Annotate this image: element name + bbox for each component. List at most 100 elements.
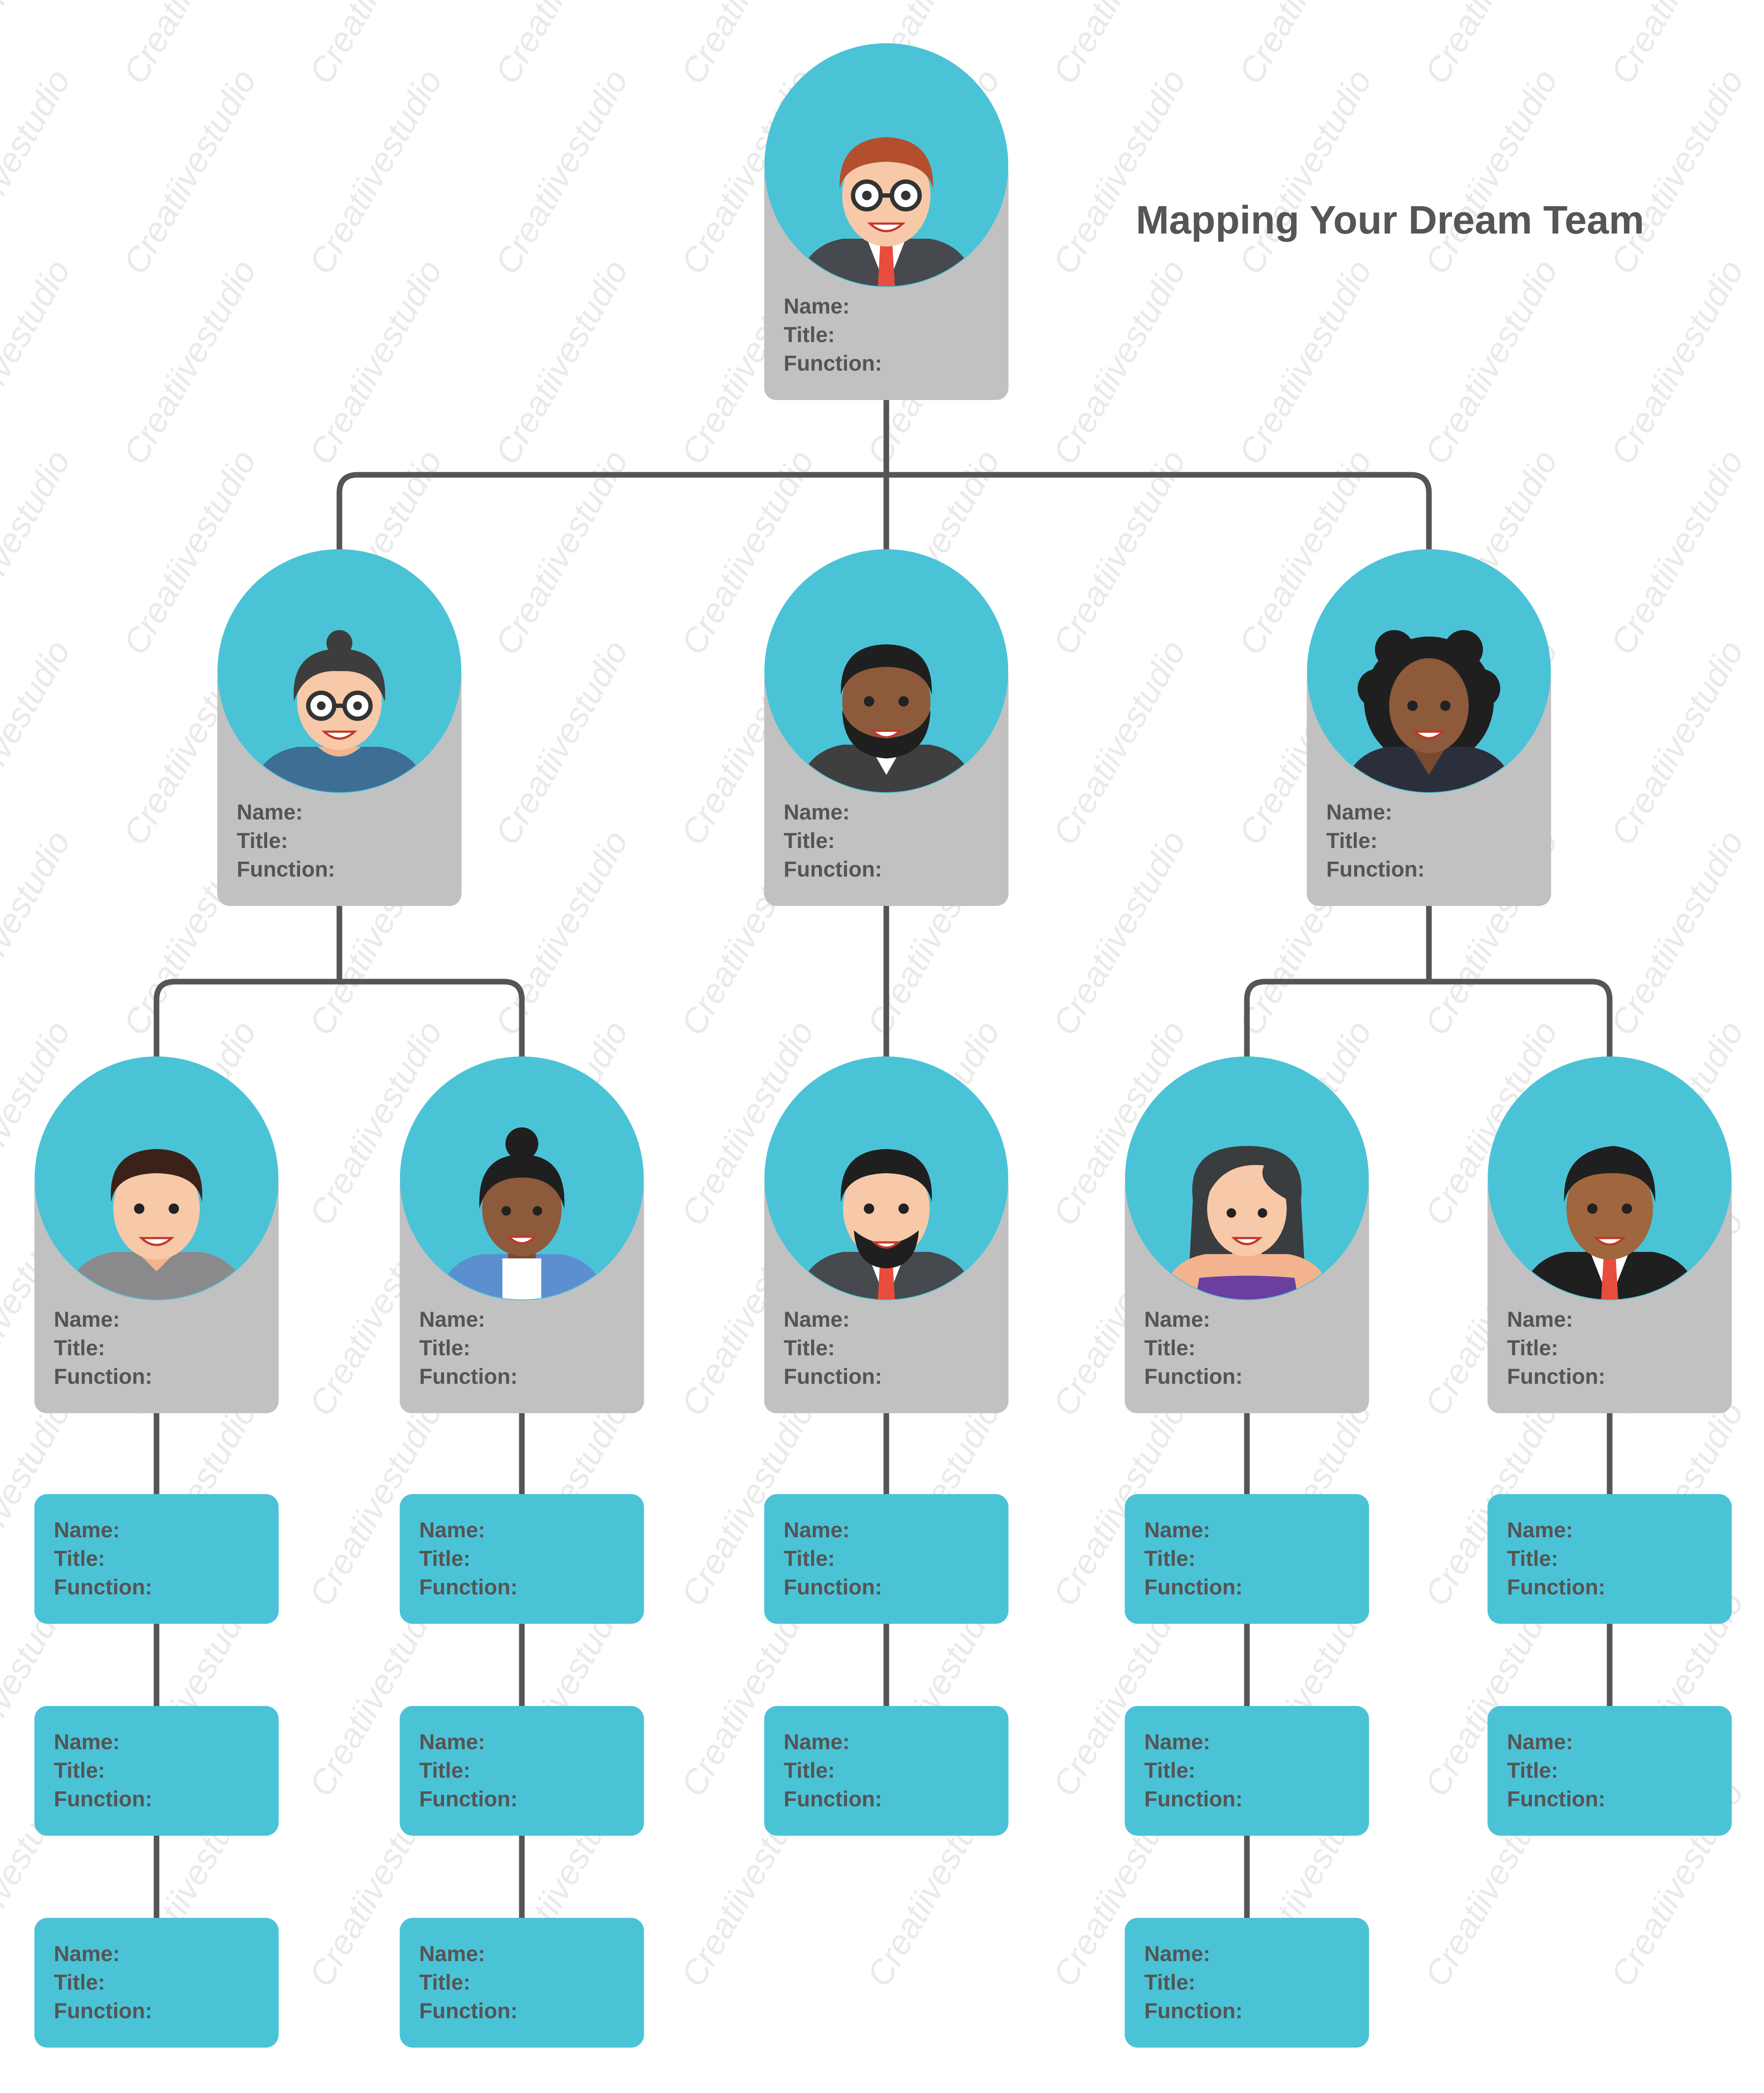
name-label: Name: — [784, 1730, 850, 1754]
card-background — [399, 1706, 644, 1836]
name-label: Name: — [419, 1942, 486, 1966]
function-label: Function: — [784, 1364, 882, 1389]
function-label: Function: — [784, 1787, 882, 1811]
title-label: Title: — [237, 829, 288, 853]
name-label: Name: — [419, 1518, 486, 1542]
name-label: Name: — [54, 1307, 120, 1331]
left-connector-bar — [153, 979, 525, 1059]
name-label: Name: — [784, 294, 850, 318]
title-label: Title: — [1326, 829, 1378, 853]
member-card-lead-2-member-1[interactable]: Name:Title:Function: — [399, 1494, 644, 1624]
title-label: Title: — [1144, 1758, 1196, 1783]
function-label: Function: — [1507, 1787, 1606, 1811]
person-card-lead-5[interactable]: Name:Title:Function: — [1487, 1056, 1732, 1413]
title-label: Title: — [784, 1546, 835, 1571]
person-card-lead-2[interactable]: Name:Title:Function: — [399, 1056, 644, 1413]
name-label: Name: — [1144, 1942, 1211, 1966]
watermark-text: Creatiivestudio — [116, 253, 264, 471]
node-layer: Name: Title: Function: Name: Title: Function:… — [34, 43, 1732, 2048]
member-card-lead-1-member-3[interactable]: Name:Title:Function: — [34, 1918, 279, 2048]
name-label: Name: — [54, 1730, 120, 1754]
watermark-text: Creatiivestudio — [1603, 634, 1751, 851]
name-label: Name: — [419, 1307, 486, 1331]
watermark-text: Creatiivestudio — [488, 634, 636, 851]
watermark-text: Creatiivestudio — [1045, 634, 1193, 851]
name-label: Name: — [784, 1307, 850, 1331]
title-label: Title: — [54, 1336, 105, 1360]
person-card-lead-4[interactable]: Name: Title: Function: — [1125, 1056, 1369, 1413]
title-label: Title: — [784, 1336, 835, 1360]
person-card-lead-1[interactable]: Name:Title:Function: — [34, 1056, 279, 1413]
watermark-text: Creatiivestudio — [1603, 253, 1751, 471]
title-label: Title: — [784, 1758, 835, 1783]
card-background — [1487, 1494, 1732, 1624]
name-label: Name: — [1144, 1730, 1211, 1754]
name-label: Name: — [54, 1518, 120, 1542]
card-background — [399, 1494, 644, 1624]
member-card-lead-5-member-1[interactable]: Name:Title:Function: — [1487, 1494, 1732, 1624]
title-label: Title: — [784, 829, 835, 853]
title-label: Title: — [1507, 1336, 1559, 1360]
name-label: Name: — [1507, 1307, 1573, 1331]
watermark-text: Creatiivestudio — [302, 63, 450, 281]
title-label: Title: — [1144, 1336, 1196, 1360]
title-label: Title: — [1144, 1970, 1196, 1994]
watermark-text: Creatiivestudio — [302, 253, 450, 471]
person-card-manager-right[interactable]: Name:Title:Function: — [1307, 549, 1551, 906]
name-label: Name: — [1144, 1307, 1211, 1331]
function-label: Function: — [1144, 1364, 1243, 1389]
title-label: Title: — [419, 1336, 471, 1360]
member-card-lead-2-member-3[interactable]: Name:Title:Function: — [399, 1918, 644, 2048]
card-background — [764, 1706, 1009, 1836]
function-label: Function: — [784, 351, 882, 375]
function-label: Function: — [419, 1575, 518, 1599]
member-card-lead-1-member-1[interactable]: Name:Title:Function: — [34, 1494, 279, 1624]
member-card-lead-4-member-1[interactable]: Name:Title:Function: — [1125, 1494, 1369, 1624]
watermark-text: Creatiivestudio — [0, 63, 77, 281]
function-label: Function: — [419, 1787, 518, 1811]
person-card-manager-center[interactable]: Name: Title: Function: — [764, 549, 1009, 906]
function-label: Function: — [419, 1999, 518, 2023]
card-background — [764, 1494, 1009, 1624]
card-background — [399, 1918, 644, 2048]
function-label: Function: — [784, 857, 882, 881]
card-background — [1487, 1706, 1732, 1836]
function-label: Function: — [1507, 1575, 1606, 1599]
watermark-text: Creatiivestudio — [1603, 824, 1751, 1042]
person-card-lead-3[interactable]: Name: Title: Function: — [764, 1056, 1009, 1413]
member-card-lead-5-member-2[interactable]: Name: Title: Function: — [1487, 1706, 1732, 1836]
watermark-text: Creatiivestudio — [1045, 63, 1193, 281]
watermark-text: Creatiivestudio — [488, 824, 636, 1042]
title-label: Title: — [419, 1758, 471, 1783]
title-label: Title: — [1507, 1758, 1559, 1783]
watermark-text: Creatiivestudio — [1045, 253, 1193, 471]
member-card-lead-1-member-2[interactable]: Name:Title:Function: — [34, 1706, 279, 1836]
watermark-text: Creatiivestudio — [1603, 63, 1751, 281]
function-label: Function: — [1144, 1787, 1243, 1811]
title-label: Title: — [1507, 1546, 1559, 1571]
member-card-lead-4-member-3[interactable]: Name:Title:Function: — [1125, 1918, 1369, 2048]
watermark-text: Creatiivestudio — [488, 63, 636, 281]
person-card-ceo[interactable]: Name:Title:Function: — [764, 43, 1009, 400]
member-card-lead-2-member-2[interactable]: Name:Title:Function: — [399, 1706, 644, 1836]
function-label: Function: — [54, 1575, 153, 1599]
member-card-lead-3-member-1[interactable]: Name:Title:Function: — [764, 1494, 1009, 1624]
title-label: Title: — [54, 1758, 105, 1783]
watermark-text: Creatiivestudio — [0, 444, 77, 661]
card-background — [1125, 1918, 1369, 2048]
card-background — [34, 1918, 279, 2048]
name-label: Name: — [237, 800, 303, 824]
name-label: Name: — [1144, 1518, 1211, 1542]
person-card-manager-left[interactable]: Name:Title:Function: — [217, 549, 462, 906]
watermark-text: Creatiivestudio — [1417, 63, 1565, 281]
watermark-text: Creatiivestudio — [1231, 253, 1379, 471]
function-label: Function: — [54, 1999, 153, 2023]
member-card-lead-4-member-2[interactable]: Name: Title: Function: — [1125, 1706, 1369, 1836]
name-label: Name: — [1507, 1730, 1573, 1754]
card-background — [34, 1706, 279, 1836]
member-card-lead-3-member-2[interactable]: Name: Title: Function: — [764, 1706, 1009, 1836]
card-background — [1125, 1706, 1369, 1836]
name-label: Name: — [784, 800, 850, 824]
